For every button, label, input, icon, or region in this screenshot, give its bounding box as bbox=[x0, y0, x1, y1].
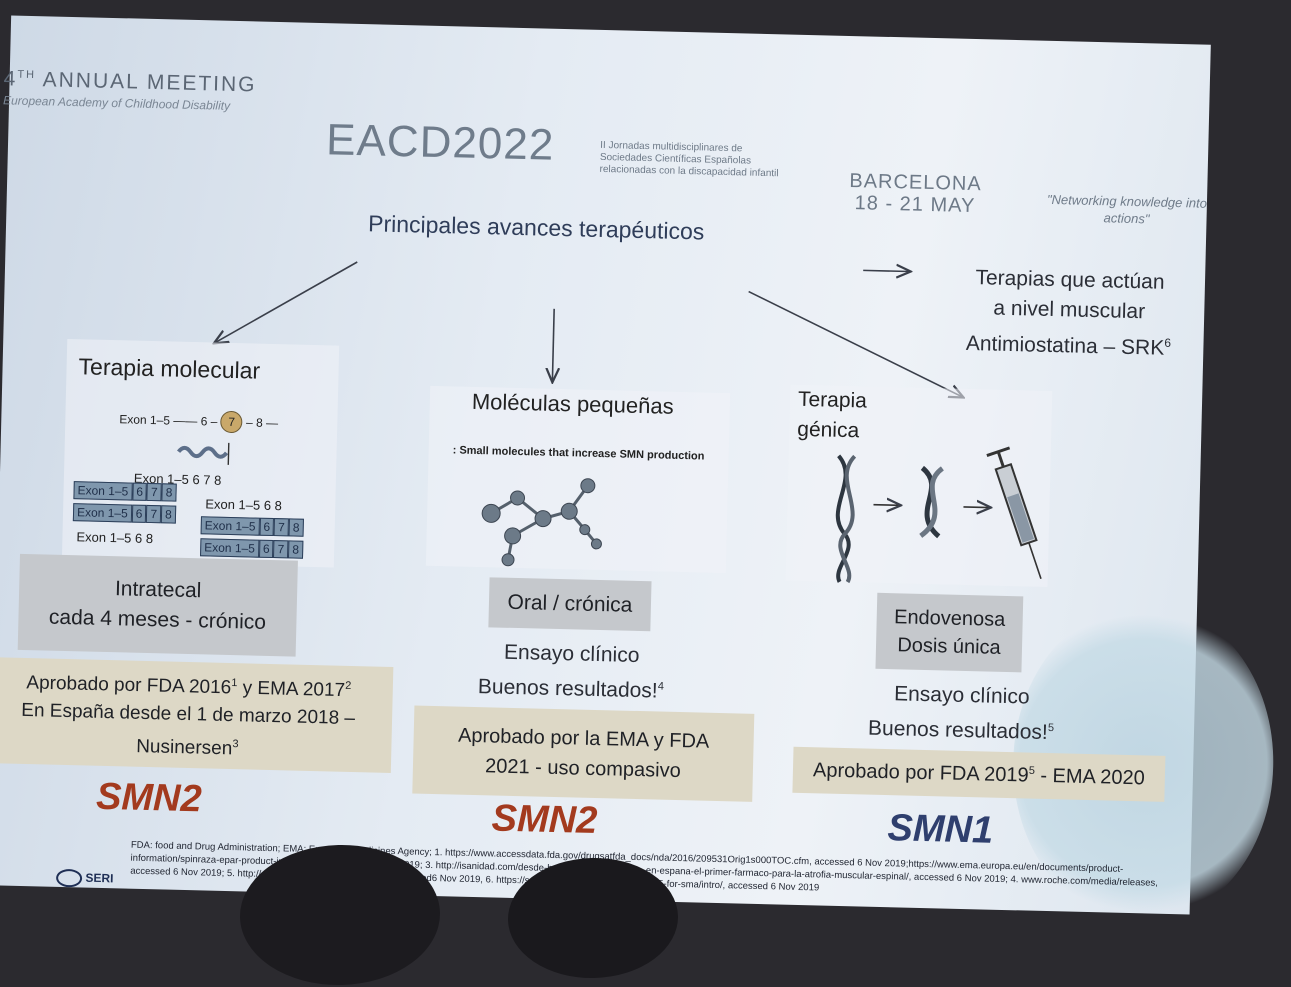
gene-heading: Terapia génica bbox=[797, 387, 868, 443]
seri-logo: SERI bbox=[55, 868, 114, 888]
exon7-circle: 7 bbox=[220, 410, 243, 434]
gene-trial: Ensayo clínico Buenos resultados!5 bbox=[867, 682, 1055, 745]
exon-br-top: Exon 1–5 6 8 bbox=[205, 496, 283, 514]
vector-dna-icon bbox=[919, 465, 945, 539]
gene-label-smn2-b: SMN2 bbox=[491, 797, 598, 843]
gene-label-smn2-a: SMN2 bbox=[95, 775, 203, 821]
syringe-icon bbox=[986, 446, 1042, 579]
seri-logo-icon bbox=[55, 868, 83, 888]
small-heading: Moléculas pequeñas bbox=[471, 388, 674, 419]
dna-icon bbox=[835, 454, 857, 584]
exon-diagram-top: Exon 1–5 —— 6 – 7 – 8 — bbox=[119, 408, 278, 434]
muscular-therapies: Terapias que actúan a nivel muscular Ant… bbox=[965, 266, 1172, 360]
exon-bl: Exon 1–5 6 8 bbox=[76, 529, 154, 547]
small-route-box: Oral / crónica bbox=[488, 577, 652, 632]
gene-therapy-illustration bbox=[835, 446, 1042, 584]
presentation-slide: 4TH ANNUAL MEETING European Academy of C… bbox=[0, 15, 1278, 927]
gene-approval-box: Aprobado por FDA 20195 - EMA 2020 bbox=[792, 746, 1166, 802]
arrow-to-small bbox=[552, 308, 554, 381]
molecular-approval-box: Aprobado por FDA 20161 y EMA 20172 En Es… bbox=[0, 657, 394, 773]
arrow-to-muscular bbox=[863, 270, 909, 271]
arrows-layer bbox=[0, 261, 1211, 944]
rna-squiggle bbox=[176, 442, 230, 465]
arrow-to-gene bbox=[748, 290, 964, 397]
molecular-heading: Terapia molecular bbox=[78, 353, 261, 384]
molecule-icon bbox=[481, 478, 602, 567]
gene-label-smn1: SMN1 bbox=[887, 807, 994, 852]
small-trial: Ensayo clínico Buenos resultados!4 bbox=[477, 640, 665, 703]
arrow-to-molecular bbox=[215, 261, 358, 346]
